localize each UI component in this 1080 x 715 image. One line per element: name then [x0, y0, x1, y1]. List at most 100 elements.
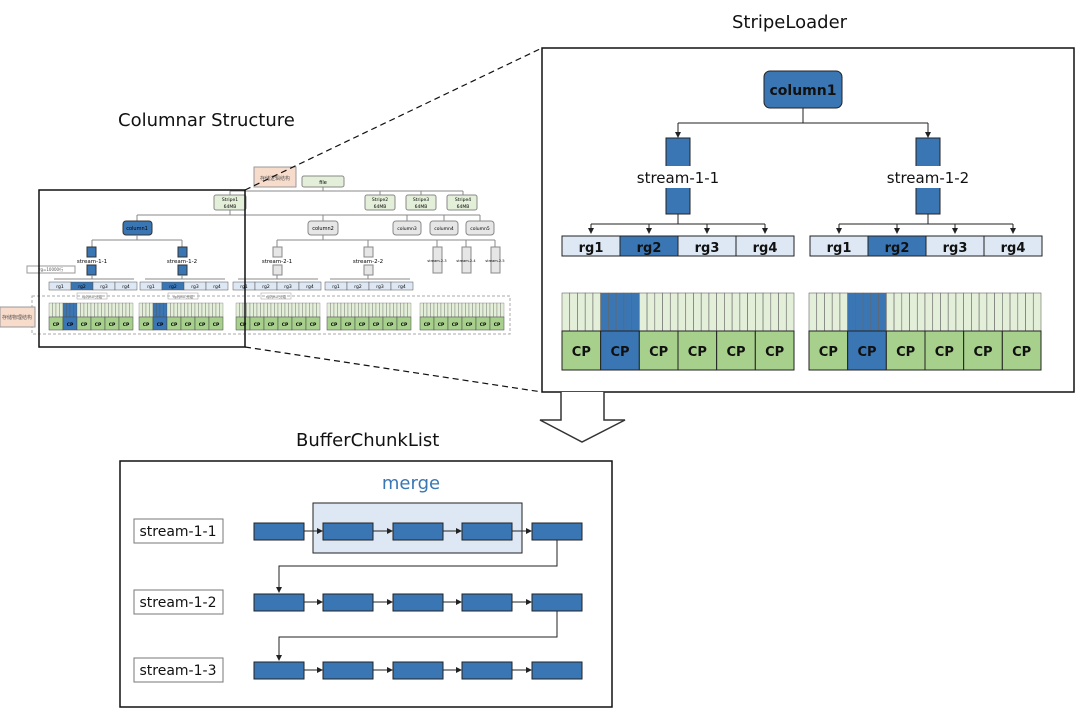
rg-label: rg2 [885, 241, 910, 256]
buffer-chunk [253, 661, 305, 680]
svg-text:Stripe3: Stripe3 [413, 197, 429, 203]
svg-text:column2: column2 [312, 226, 334, 232]
svg-text:stream-2-3: stream-2-3 [427, 259, 446, 263]
buffer-chunk [531, 593, 583, 612]
logic-structure-label: 存储逻辑结构 [260, 175, 290, 182]
mini-cp-block [396, 316, 412, 331]
stream-row-label: stream-1-1 [140, 524, 217, 540]
cp-block [885, 330, 926, 371]
svg-text:CP: CP [109, 322, 116, 328]
rg-cell [983, 235, 1043, 257]
svg-text:rg內RLT分组: rg內RLT分组 [266, 294, 287, 299]
buffer-chunk [461, 661, 513, 680]
rg-label: rg1 [827, 241, 852, 256]
physical-structure-label: 存储物理结构 [2, 314, 32, 321]
rg-label: rg1 [579, 241, 604, 256]
zoom-highlight-box [38, 189, 246, 348]
cp-label: CP [857, 345, 876, 360]
buffer-row: stream-1-3 [133, 657, 583, 683]
cp-block [754, 330, 795, 371]
buffer-chunk [461, 522, 513, 541]
mini-rg-label: rg3 [284, 284, 292, 290]
svg-text:Stripe4: Stripe4 [455, 197, 471, 203]
svg-text:column1: column1 [770, 83, 837, 99]
mini-cp-block [489, 316, 505, 331]
mini-cp-block [305, 316, 321, 331]
mini-cp-block [208, 316, 224, 331]
buffer-chunk [531, 661, 583, 680]
rg-label: rg3 [943, 241, 968, 256]
svg-text:CP: CP [345, 322, 352, 328]
physical-structure-box [0, 306, 36, 328]
svg-text:64MB: 64MB [415, 204, 428, 210]
rg-label: rg2 [637, 241, 662, 256]
svg-text:stream-2-2: stream-2-2 [353, 259, 383, 265]
rg-label: rg3 [695, 241, 720, 256]
columnar-structure-title: Columnar Structure [118, 110, 295, 131]
stripe-node: Stripe4 64MB [446, 191, 478, 211]
cp-label: CP [819, 345, 838, 360]
svg-text:CP: CP [143, 322, 150, 328]
cp-label: CP [765, 345, 784, 360]
down-arrow-icon [539, 392, 626, 443]
stream-label: stream-1-2 [887, 169, 969, 187]
svg-text:CP: CP [67, 322, 74, 328]
column5-node [465, 220, 495, 236]
stripe-node: Stripe3 64MB [405, 191, 437, 211]
mini-rg-cell [390, 281, 414, 291]
mini-rg-label: rg3 [376, 284, 384, 290]
svg-text:CP: CP [296, 322, 303, 328]
stripes: Stripe1 64MB Stripe2 64MB Stripe3 64MB S… [213, 191, 478, 211]
mini-rg-label: rg1 [56, 284, 64, 290]
svg-text:64MB: 64MB [374, 204, 387, 210]
svg-text:column4: column4 [434, 226, 454, 232]
cp-label: CP [1012, 345, 1031, 360]
mini-rg-cell [114, 281, 138, 291]
svg-text:CP: CP [452, 322, 459, 328]
svg-text:stream-1-2: stream-1-2 [167, 259, 197, 265]
svg-text:CP: CP [185, 322, 192, 328]
columnar-structure-diagram: 存储逻辑结构 file Stripe1 64MB Stripe2 64MB [0, 166, 511, 335]
svg-text:CP: CP [331, 322, 338, 328]
column-nodes: column1 column2 column3 column4 column5 [122, 215, 495, 236]
mini-rg-label: rg3 [100, 284, 108, 290]
cp-block [716, 330, 756, 371]
cp-label: CP [896, 345, 915, 360]
mini-rg-label: rg2 [354, 284, 362, 290]
svg-text:64MB: 64MB [224, 204, 237, 210]
cp-block [924, 330, 965, 371]
mini-rg-label: rg1 [332, 284, 340, 290]
svg-text:CP: CP [213, 322, 220, 328]
mini-rg-label: rg4 [306, 284, 314, 290]
buffer-chunk [322, 661, 374, 680]
cp-label: CP [610, 345, 629, 360]
svg-text:column1: column1 [126, 226, 148, 232]
cp-block [808, 330, 849, 371]
svg-text:CP: CP [401, 322, 408, 328]
buffer-row: stream-1-2 [133, 589, 583, 661]
merge-label: merge [382, 473, 440, 494]
stream-row-label: stream-1-2 [140, 595, 217, 611]
buffer-chunk-list-title: BufferChunkList [296, 430, 440, 451]
cp-label: CP [935, 345, 954, 360]
svg-text:stream-2-4: stream-2-4 [456, 259, 476, 263]
svg-text:rg=10000行: rg=10000行 [39, 266, 63, 272]
svg-text:CP: CP [282, 322, 289, 328]
svg-text:CP: CP [157, 322, 164, 328]
cp-label: CP [726, 345, 745, 360]
cp-block [638, 330, 679, 371]
stream-row-label-box [133, 589, 224, 615]
mini-rg-label: rg2 [78, 284, 86, 290]
rg-cell [735, 235, 795, 257]
buffer-chunk [253, 522, 305, 541]
mini-cp-block [118, 316, 134, 331]
stream-row-label-box [133, 657, 224, 683]
svg-text:CP: CP [438, 322, 445, 328]
cp-label: CP [688, 345, 707, 360]
svg-text:CP: CP [359, 322, 366, 328]
